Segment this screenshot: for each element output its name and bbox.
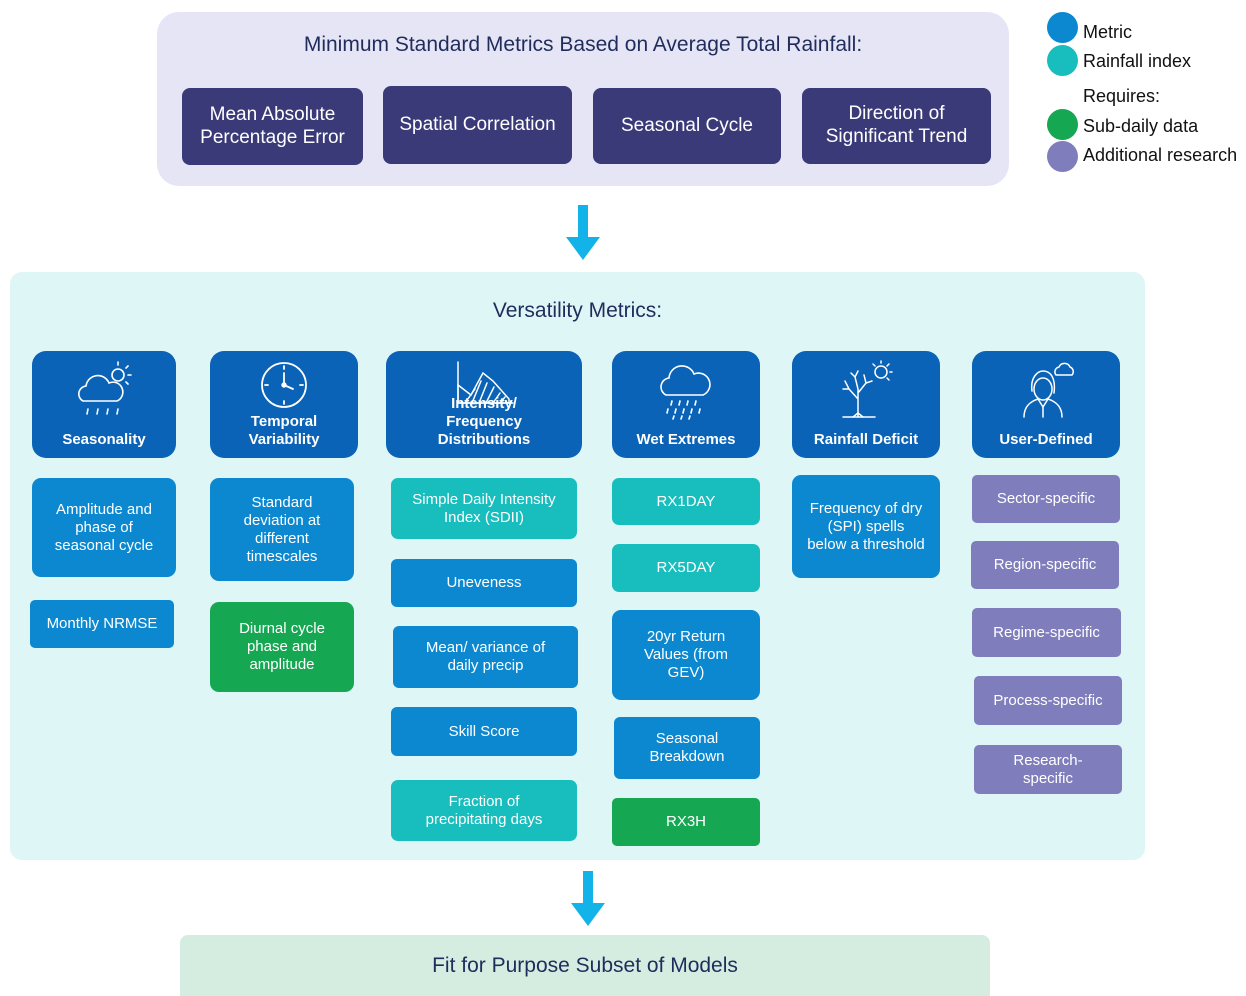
temporal-item-standard-deviation: Standard deviation at different timescal…: [210, 478, 354, 581]
intensity-frequency-header-label: Intensity/ Frequency Distributions: [437, 395, 531, 448]
mape-box: Mean Absolute Percentage Error: [182, 88, 363, 165]
temporal-item-diurnal-cycle: Diurnal cycle phase and amplitude: [210, 602, 354, 692]
spatial-correlation-box: Spatial Correlation: [383, 86, 572, 164]
user-item-regime-specific: Regime-specific: [972, 608, 1121, 657]
intensity-item-fraction-precip-days: Fraction of precipitating days: [391, 780, 577, 841]
user-defined-header-label: User-Defined: [999, 431, 1093, 448]
heavy-rain-cloud-icon: [660, 365, 711, 420]
wet-item-rx3h: RX3H: [612, 798, 760, 846]
intensity-item-skill-score: Skill Score: [391, 707, 577, 756]
intensity-item-mean-variance: Mean/ variance of daily precip: [393, 626, 578, 688]
legend-sub-daily-label: Sub-daily data: [1083, 116, 1199, 136]
down-arrow-2: [571, 871, 605, 926]
wet-item-rx5day: RX5DAY: [612, 544, 760, 592]
user-item-sector-specific: Sector-specific: [972, 475, 1120, 523]
wet-extremes-header: Wet Extremes: [612, 351, 760, 458]
minimum-metrics-title: Minimum Standard Metrics Based on Averag…: [303, 33, 863, 56]
clock-icon: [261, 362, 307, 408]
seasonality-header-label: Seasonality: [62, 431, 146, 448]
rainfall-deficit-header: Rainfall Deficit: [792, 351, 940, 458]
cloud-sun-rain-icon: [78, 361, 132, 415]
legend-metric-label: Metric: [1083, 22, 1132, 42]
legend-requires-label: Requires:: [1083, 86, 1161, 106]
seasonal-cycle-box: Seasonal Cycle: [593, 88, 781, 164]
person-thought-icon: [1023, 362, 1074, 418]
dry-tree-sun-icon: [842, 360, 893, 418]
significant-trend-box: Direction of Significant Trend: [802, 88, 991, 164]
wet-item-seasonal-breakdown: Seasonal Breakdown: [614, 717, 760, 779]
seasonality-item-amplitude-phase: Amplitude and phase of seasonal cycle: [32, 478, 176, 577]
deficit-item-dry-spells: Frequency of dry (SPI) spells below a th…: [792, 475, 940, 578]
intensity-item-sdii: Simple Daily Intensity Index (SDII): [391, 478, 577, 539]
down-arrow-1: [566, 205, 600, 260]
legend-rainfall-index-label: Rainfall index: [1083, 51, 1192, 71]
user-defined-header: User-Defined: [972, 351, 1120, 458]
legend-additional-research-swatch: [1047, 141, 1078, 172]
intensity-frequency-header: Intensity/ Frequency Distributions: [386, 351, 582, 458]
legend-metric-swatch: [1047, 12, 1078, 43]
distribution-chart-icon: [457, 361, 514, 404]
intensity-item-uneveness: Uneveness: [391, 559, 577, 607]
rainfall-deficit-header-label: Rainfall Deficit: [813, 431, 919, 448]
fit-for-purpose-panel: Fit for Purpose Subset of Models: [180, 935, 990, 996]
user-item-process-specific: Process-specific: [974, 676, 1122, 725]
legend-sub-daily-swatch: [1047, 109, 1078, 140]
wet-item-rx1day: RX1DAY: [612, 478, 760, 525]
wet-item-20yr-return-values: 20yr Return Values (from GEV): [612, 610, 760, 700]
user-item-region-specific: Region-specific: [971, 541, 1119, 589]
user-item-research-specific: Research-specific: [974, 745, 1122, 794]
seasonality-header: Seasonality: [32, 351, 176, 458]
legend-additional-research-label: Additional research: [1083, 145, 1238, 165]
wet-extremes-header-label: Wet Extremes: [636, 431, 736, 448]
versatility-metrics-title: Versatility Metrics:: [492, 299, 663, 322]
temporal-variability-header: Temporal Variability: [210, 351, 358, 458]
temporal-variability-header-label: Temporal Variability: [248, 413, 320, 448]
legend-rainfall-index-swatch: [1047, 45, 1078, 76]
seasonality-item-monthly-nrmse: Monthly NRMSE: [30, 600, 174, 648]
